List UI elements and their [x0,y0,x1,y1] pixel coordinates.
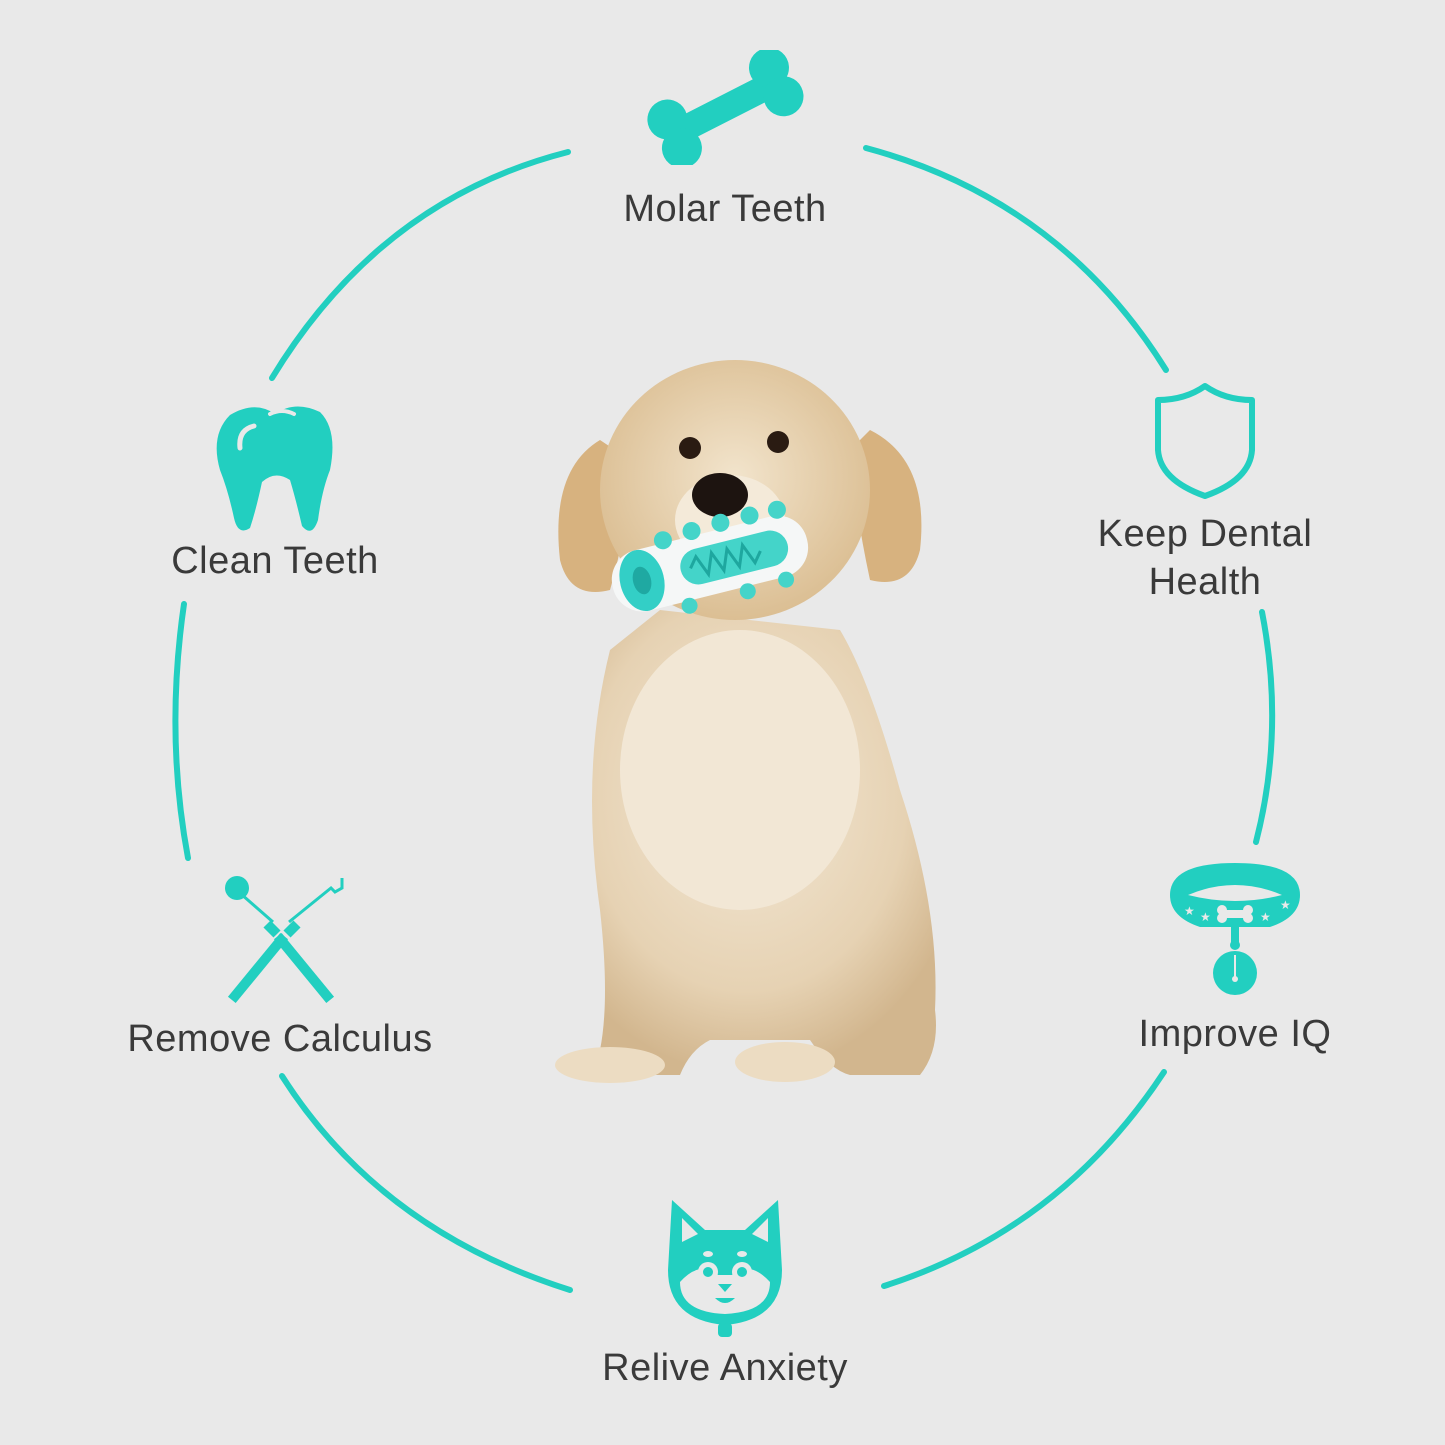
feature-remove-calculus: Remove Calculus [80,870,480,1063]
shiba-dog-face-icon [668,1200,782,1337]
feature-molar-teeth: Molar Teeth [575,50,875,233]
svg-text:★: ★ [1200,910,1211,924]
feature-clean-teeth: Clean Teeth [125,400,425,585]
svg-text:★: ★ [1260,910,1271,924]
dog-with-toy-image [540,350,960,1090]
feature-relive-anxiety: Relive Anxiety [570,1190,880,1392]
feature-label: Relive Anxiety [602,1347,848,1389]
ring-arc-lower-left [279,1073,573,1293]
bone-icon [647,50,804,165]
feature-label-line-1: Keep Dental [1097,513,1313,555]
feature-label: Clean Teeth [171,540,379,582]
ring-arc-top-right [863,145,1169,373]
ring-arc-right [1253,609,1276,845]
svg-text:★: ★ [1280,898,1291,912]
tooth-icon [216,406,333,531]
dog-collar-icon: ★ ★ ★ ★ [1170,863,1300,995]
shield-icon [1155,383,1255,499]
feature-keep-dental-health: Keep Dental Health [1055,380,1355,606]
feature-label: Remove Calculus [127,1018,433,1060]
feature-label: Molar Teeth [623,188,827,230]
svg-text:★: ★ [1184,904,1195,918]
dental-tools-icon [225,876,344,1004]
feature-improve-iq: ★ ★ ★ ★ Improve IQ [1105,855,1365,1058]
feature-label: Improve IQ [1138,1013,1332,1055]
ring-arc-top-left [269,149,571,381]
ring-arc-left [172,601,191,861]
ring-arc-lower-right [881,1069,1167,1289]
feature-label-line-2: Health [1148,561,1262,603]
